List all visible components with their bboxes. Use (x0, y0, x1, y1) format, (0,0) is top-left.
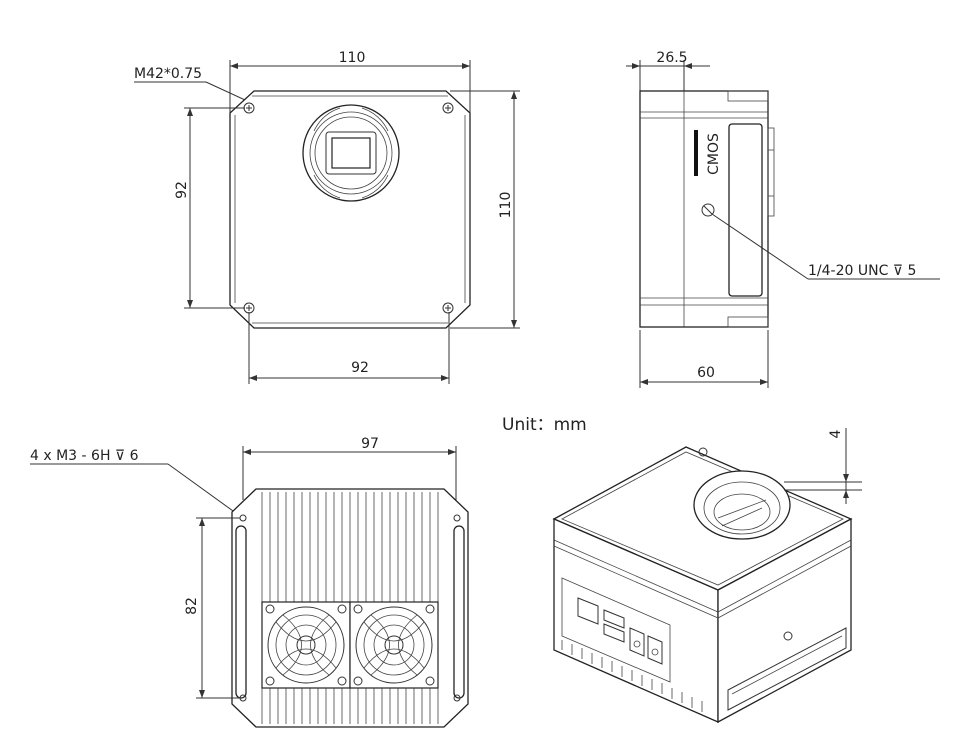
flange-depth-label: 4 (828, 429, 844, 438)
isometric-view: 4 (552, 428, 862, 724)
sensor-label: CMOS (706, 133, 722, 175)
front-hole-spacing-x-label: 92 (351, 360, 369, 376)
power-port-icon (629, 627, 663, 665)
rear-width-label: 97 (361, 436, 379, 452)
lens-mount-icon (302, 104, 400, 202)
lens-mount-icon (693, 470, 791, 540)
rear-view: 97 4 x M3 - 6H ⊽ 6 (30, 436, 469, 728)
fan-icon (349, 601, 439, 689)
front-height-label: 110 (498, 192, 514, 219)
side-depth-label: 60 (697, 365, 715, 381)
front-hole-spacing-y-label: 92 (174, 181, 190, 199)
ethernet-port-icon (577, 597, 599, 625)
side-view: 26.5 CMOS 1/4-20 UNC ⊽ 5 60 (626, 50, 940, 388)
front-view: 110 M42*0.75 92 (134, 50, 520, 384)
screw-callout: 4 x M3 - 6H ⊽ 6 (30, 448, 139, 464)
sensor-offset-label: 26.5 (656, 50, 687, 66)
thread-callout: M42*0.75 (134, 66, 202, 82)
usb-port-icon (603, 609, 625, 643)
tripod-callout: 1/4-20 UNC ⊽ 5 (808, 263, 916, 279)
fan-icon (261, 601, 351, 689)
tripod-hole-icon (701, 203, 715, 217)
rear-hole-spacing-y-label: 82 (184, 597, 200, 615)
tripod-hole-icon (783, 631, 793, 641)
unit-label: Unit：mm (502, 415, 587, 435)
front-width-label: 110 (339, 50, 366, 66)
